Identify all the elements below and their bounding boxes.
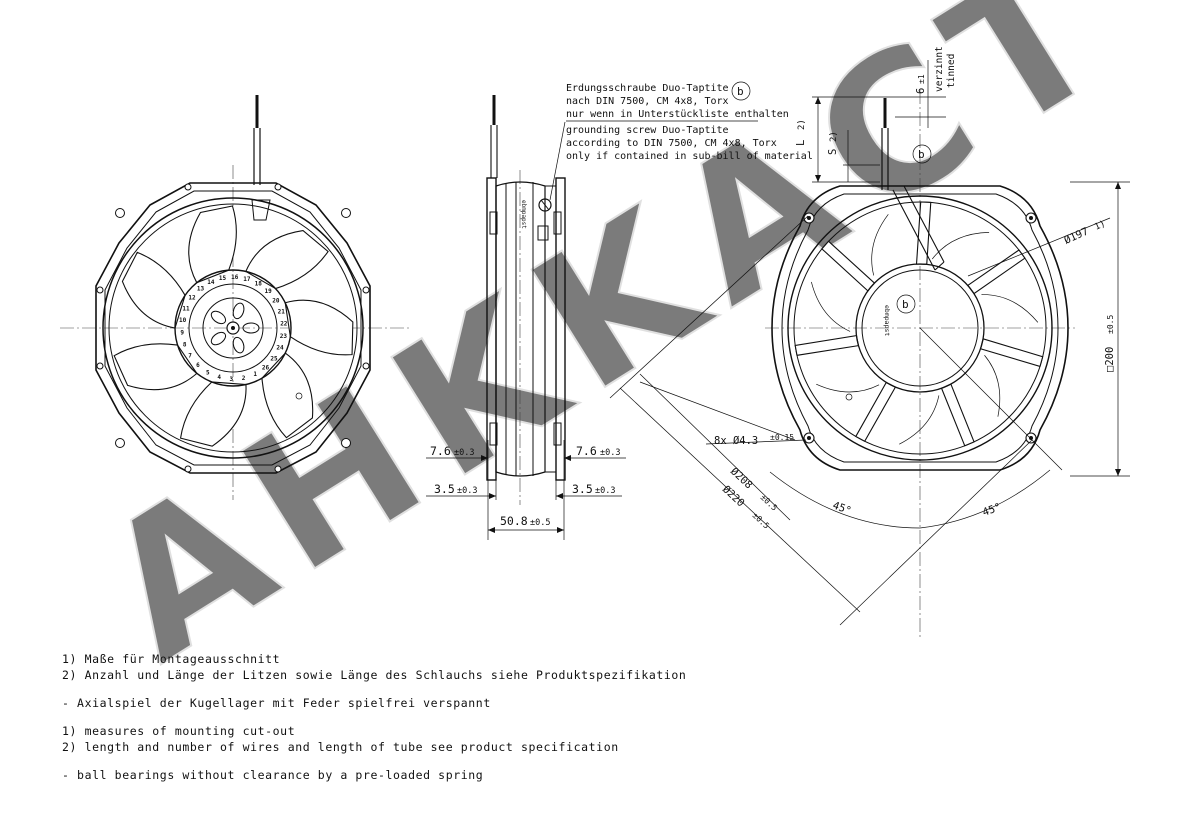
side-view: ebmpapst 7.6 ±0.3 7.6 ±0.3 3.5 ±0.3 3.5 …	[426, 95, 626, 540]
rotor-scale-label: 24	[276, 345, 284, 352]
rotor-scale-label: 7	[188, 353, 192, 360]
rotor-scale-label: 19	[264, 288, 272, 295]
svg-text:±0.3: ±0.3	[595, 486, 615, 496]
rotor-scale-label: 8	[183, 341, 187, 348]
rotor-scale-label: 15	[219, 275, 227, 282]
svg-text:6: 6	[915, 88, 927, 94]
fan-blade	[284, 299, 354, 356]
drawing-notes: 1) Maße für Montageausschnitt 2) Anzahl …	[62, 651, 686, 783]
svg-text:45°: 45°	[981, 501, 1003, 519]
rotor-scale-label: 6	[196, 362, 200, 369]
note-de-3: - Axialspiel der Kugellager mit Feder sp…	[62, 696, 491, 710]
fan-blade	[188, 205, 237, 284]
strut	[794, 334, 860, 356]
svg-text:b: b	[902, 298, 909, 311]
svg-text:Ø197: Ø197	[1062, 225, 1090, 246]
fan-blade	[179, 381, 247, 447]
svg-text:2): 2)	[829, 131, 839, 142]
svg-text:nur wenn in Unterstückliste en: nur wenn in Unterstückliste enthalten	[566, 109, 789, 120]
rotor-scale-label: 16	[231, 274, 239, 281]
rotor-scale-label: 1	[253, 371, 257, 378]
svg-text:verzinnt: verzinnt	[934, 46, 945, 92]
rotor-scale-label: 9	[180, 329, 184, 336]
svg-text:b: b	[737, 85, 744, 98]
note-de-2: 2) Anzahl und Länge der Litzen sowie Län…	[62, 668, 687, 682]
svg-text:1): 1)	[1093, 219, 1107, 233]
rotor-scale-label: 14	[207, 279, 215, 286]
blade-outline	[816, 383, 880, 393]
svg-text:7.6: 7.6	[576, 444, 597, 458]
svg-text:S: S	[827, 149, 839, 155]
svg-text:3.5: 3.5	[434, 482, 455, 496]
svg-text:nach DIN 7500, CM 4x8, Torx: nach DIN 7500, CM 4x8, Torx	[566, 96, 729, 107]
svg-text:±0.3: ±0.3	[457, 486, 477, 496]
rotor-scale-label: 20	[272, 297, 280, 304]
svg-text:2): 2)	[797, 119, 807, 130]
rotor-scale-label: 12	[188, 295, 196, 302]
svg-text:only if contained in sub-bill: only if contained in sub-bill of materia…	[566, 151, 813, 162]
blade-outline	[811, 281, 851, 332]
rotor-scale-label: 22	[280, 321, 288, 328]
rotor-scale-label: 23	[280, 333, 288, 340]
rotor-scale-label: 21	[278, 309, 286, 316]
svg-text:±0.5: ±0.5	[759, 493, 779, 513]
blade-outline	[981, 294, 1039, 323]
strut	[940, 383, 975, 447]
rotor-scale-label: 17	[243, 276, 251, 283]
rotor-scale-label: 4	[217, 374, 221, 381]
fan-blade	[261, 352, 314, 439]
rotor-scale-label: 13	[197, 286, 205, 293]
blade-outline	[871, 214, 889, 276]
fan-blade	[113, 343, 198, 391]
rotor-scale-label: 2	[242, 375, 246, 382]
fan-blade	[121, 251, 186, 329]
svg-text:3.5: 3.5	[572, 482, 593, 496]
svg-text:±0.3: ±0.3	[600, 448, 620, 458]
rotor-scale-label: 11	[182, 305, 190, 312]
svg-text:tinned: tinned	[946, 54, 957, 88]
svg-text:according to DIN 7500, CM 4x8,: according to DIN 7500, CM 4x8, Torx	[566, 138, 777, 149]
note-en-2: 2) length and number of wires and length…	[62, 740, 619, 754]
svg-text:b: b	[918, 148, 925, 161]
rotor-scale-label: 18	[255, 281, 263, 288]
svg-text:ebmpapst: ebmpapst	[520, 200, 527, 229]
svg-text:□200: □200	[1104, 347, 1116, 372]
grounding-screw-note: Erdungsschraube Duo-Taptite nach DIN 750…	[566, 81, 813, 162]
svg-text:±1: ±1	[917, 74, 926, 84]
svg-text:7.6: 7.6	[430, 444, 451, 458]
svg-text:±0.5: ±0.5	[530, 518, 550, 528]
blade-outline	[984, 355, 1001, 417]
strut	[855, 381, 897, 442]
svg-text:ebmpapst: ebmpapst	[883, 305, 891, 336]
svg-text:L: L	[795, 140, 807, 146]
rotor-scale-label: 5	[206, 369, 210, 376]
svg-text:8x Ø4.3: 8x Ø4.3	[714, 435, 758, 447]
note-de-1: 1) Maße für Montageausschnitt	[62, 652, 281, 666]
rotor-scale-label: 3	[229, 376, 233, 383]
rotor-scale-label: 10	[179, 317, 187, 324]
fan-blade	[245, 229, 329, 290]
svg-text:50.8: 50.8	[500, 514, 528, 528]
svg-text:45°: 45°	[831, 500, 853, 518]
blade-outline	[931, 231, 990, 260]
svg-text:±0.5: ±0.5	[751, 511, 771, 531]
svg-text:±0.5: ±0.5	[1106, 315, 1115, 334]
note-en-3: - ball bearings without clearance by a p…	[62, 768, 484, 782]
svg-text:±0.3: ±0.3	[454, 448, 474, 458]
note-en-1: 1) measures of mounting cut-out	[62, 724, 296, 738]
rotor-scale-label: 25	[270, 355, 278, 362]
rotor-scale-label: 26	[262, 364, 270, 371]
svg-text:±0.15: ±0.15	[770, 433, 794, 442]
svg-text:grounding screw Duo-Taptite: grounding screw Duo-Taptite	[566, 125, 729, 136]
blade-outline	[899, 395, 940, 445]
svg-text:Erdungsschraube Duo-Taptite: Erdungsschraube Duo-Taptite	[566, 83, 729, 94]
